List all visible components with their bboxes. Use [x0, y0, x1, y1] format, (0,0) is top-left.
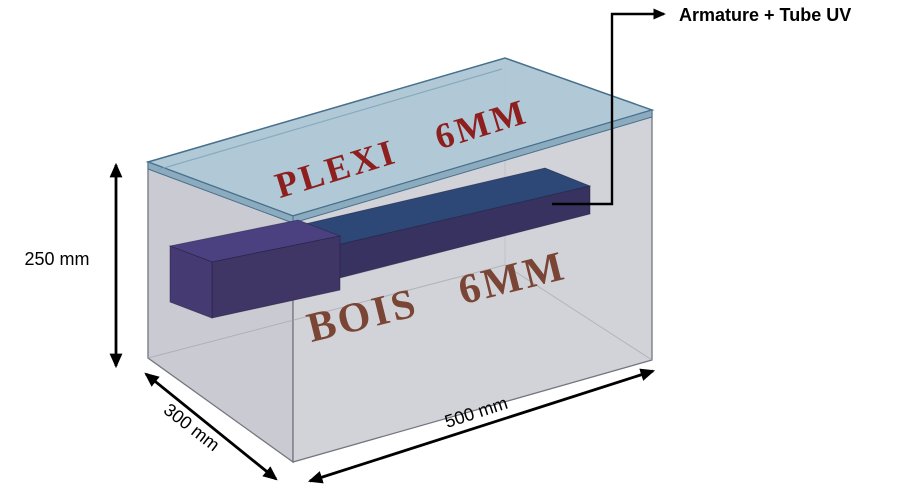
hidden-bottom-edge-right — [504, 264, 653, 361]
armature-block — [168, 219, 342, 319]
depth-dimension-arrow — [144, 372, 278, 481]
callout-line — [552, 8, 666, 206]
hidden-bottom-edge-left — [147, 264, 506, 359]
callout-label: Armature + Tube UV — [679, 5, 851, 25]
armature-block-end — [169, 245, 213, 319]
width-dimension-arrow — [307, 368, 656, 484]
height-dimension-label: 250 mm — [24, 249, 89, 269]
plexi-sheet-edge-line — [156, 68, 503, 171]
